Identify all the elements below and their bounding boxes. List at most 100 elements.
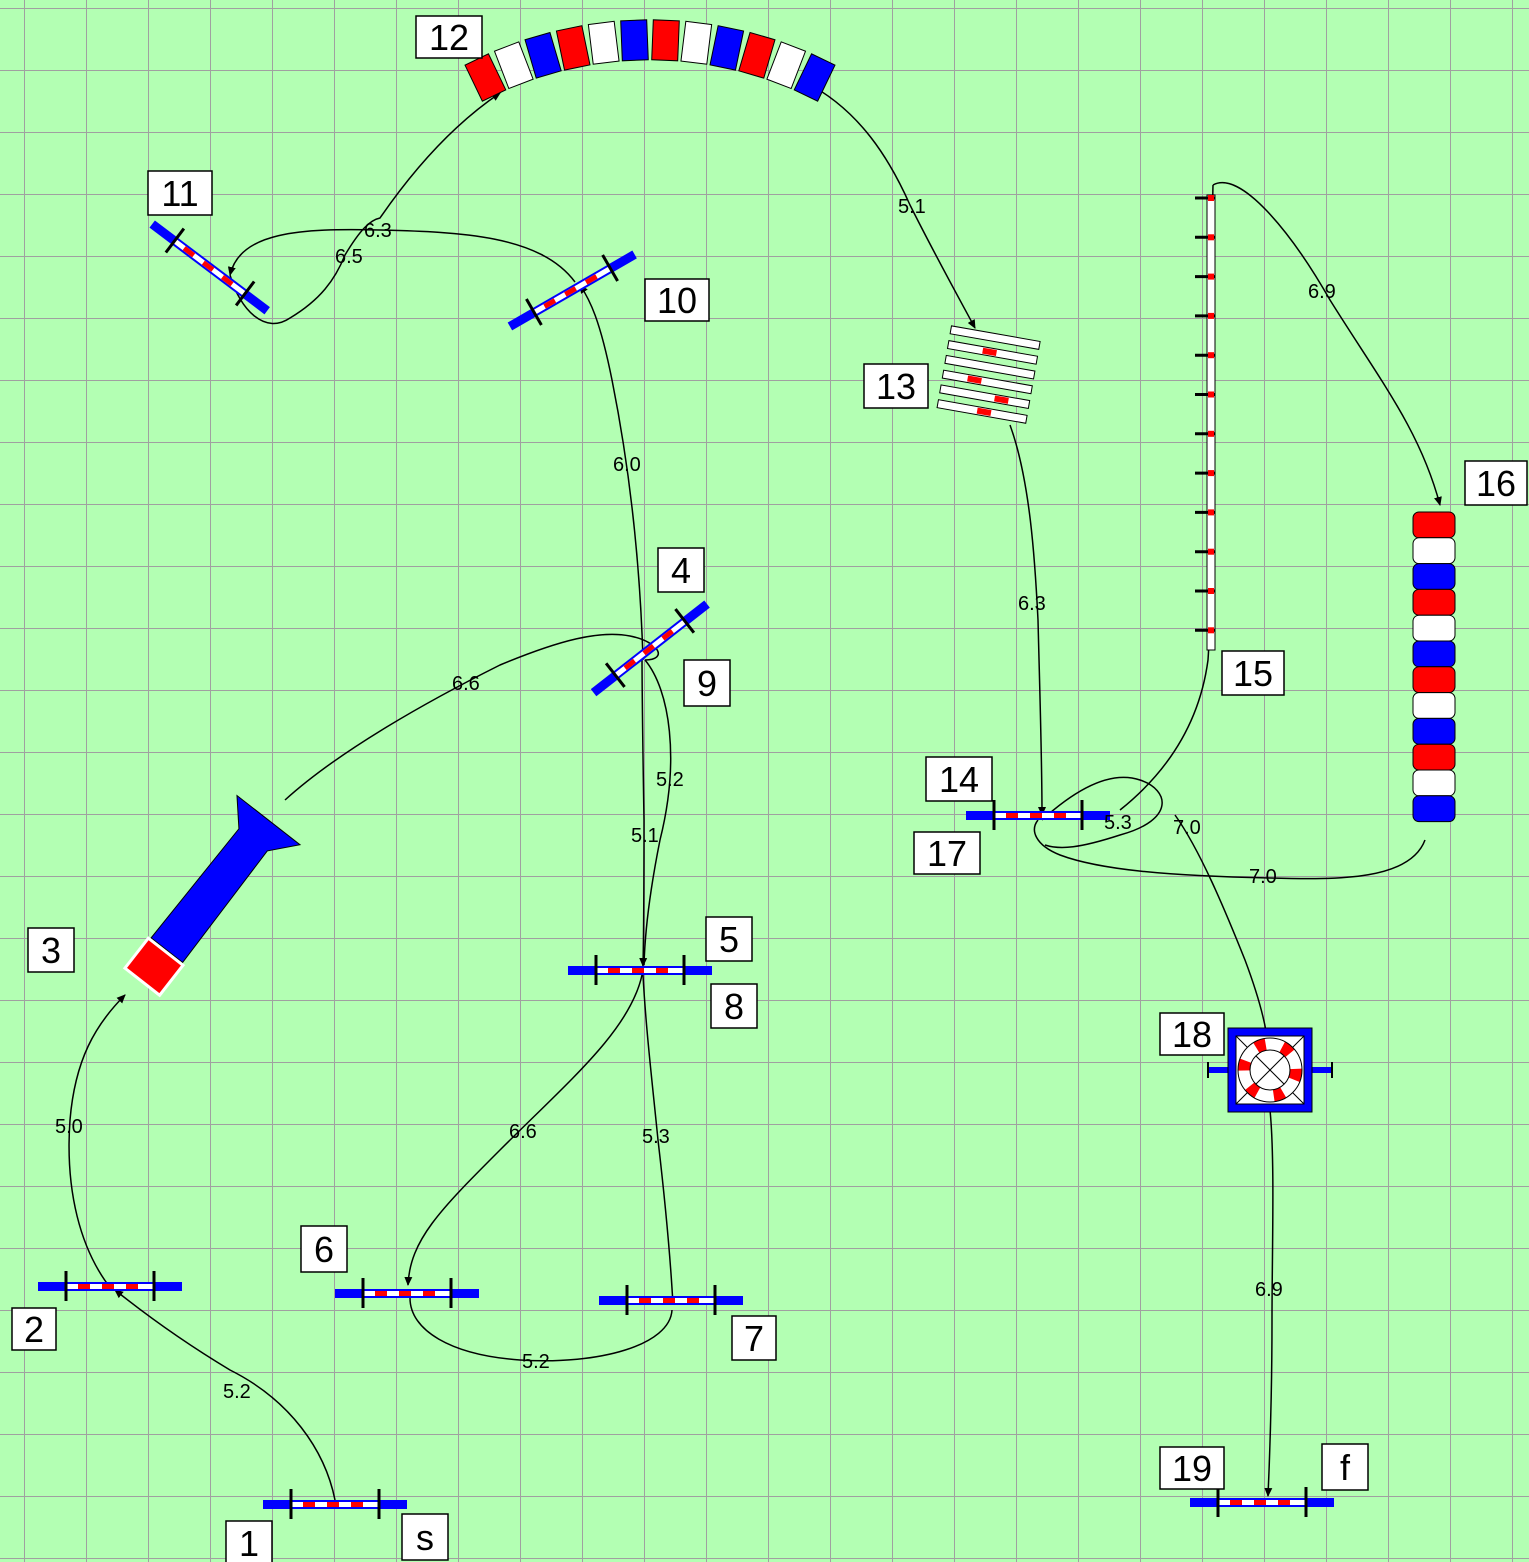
weave-pole-marker bbox=[1208, 312, 1214, 319]
svg-text:10: 10 bbox=[657, 280, 697, 321]
jump-4-9 bbox=[590, 600, 710, 697]
weave-pole-marker bbox=[1208, 391, 1214, 398]
distance-1-2: 5.2 bbox=[223, 1381, 251, 1403]
tunnel-3 bbox=[122, 794, 302, 998]
label-10: 10 bbox=[644, 278, 710, 322]
distance-4-5: 5.2 bbox=[656, 769, 684, 791]
distance-2-3: 5.0 bbox=[55, 1116, 83, 1138]
wall-block bbox=[620, 19, 649, 62]
svg-text:2: 2 bbox=[24, 1309, 44, 1350]
wall-block bbox=[1412, 692, 1456, 719]
wall-block bbox=[1412, 743, 1456, 771]
distance-3-4: 6.6 bbox=[452, 673, 480, 695]
label-17: 17 bbox=[913, 831, 981, 875]
distance-10-11: 6.3 bbox=[364, 220, 392, 242]
svg-text:1: 1 bbox=[239, 1523, 259, 1562]
wall-block bbox=[1412, 537, 1456, 565]
label-16: 16 bbox=[1464, 460, 1528, 506]
wall-block bbox=[651, 19, 680, 62]
distance-17-18: 7.0 bbox=[1173, 817, 1201, 839]
distance-5-6: 6.6 bbox=[509, 1121, 537, 1143]
jump-2 bbox=[38, 1271, 182, 1301]
wall-block bbox=[555, 25, 591, 71]
svg-text:15: 15 bbox=[1233, 653, 1273, 694]
weave-pole-marker bbox=[1208, 195, 1214, 201]
wall-block bbox=[493, 41, 534, 90]
wall-block bbox=[587, 20, 620, 65]
label-19: 19 bbox=[1159, 1446, 1225, 1490]
jump-1 bbox=[263, 1489, 407, 1519]
svg-text:12: 12 bbox=[429, 17, 469, 58]
wall-block bbox=[709, 25, 745, 71]
label-4: 4 bbox=[657, 547, 705, 593]
svg-text:5: 5 bbox=[719, 919, 739, 960]
svg-text:17: 17 bbox=[927, 833, 967, 874]
svg-text:f: f bbox=[1340, 1447, 1351, 1488]
wall-block bbox=[1412, 666, 1456, 694]
wall-block bbox=[793, 53, 836, 102]
weave-pole-marker bbox=[1208, 352, 1214, 359]
route bbox=[68, 81, 1442, 1501]
svg-text:9: 9 bbox=[697, 663, 717, 704]
distance-16-17: 7.0 bbox=[1249, 866, 1277, 888]
distance-11-12: 6.5 bbox=[335, 246, 363, 268]
jump-7 bbox=[599, 1285, 743, 1315]
wall-block bbox=[738, 31, 776, 79]
distance-14-15: 5.3 bbox=[1104, 812, 1132, 834]
wall-block bbox=[1412, 795, 1456, 823]
wall-block bbox=[1412, 769, 1456, 797]
weave-pole-marker bbox=[1208, 234, 1214, 241]
svg-text:4: 4 bbox=[671, 550, 691, 591]
label-8: 8 bbox=[710, 983, 758, 1029]
jump-6 bbox=[335, 1278, 479, 1308]
jump-14-17 bbox=[966, 800, 1110, 830]
wall-block bbox=[1412, 717, 1456, 745]
jump-10 bbox=[507, 250, 637, 331]
distance-15-16: 6.9 bbox=[1308, 281, 1336, 303]
wall-block bbox=[1412, 563, 1456, 590]
wall-block bbox=[524, 31, 562, 79]
obstacle-number-labels: 1 s 2 3 4 9 5 8 6 7 10 11 12 13 14 17 15… bbox=[11, 15, 1528, 1562]
label-18: 18 bbox=[1159, 1012, 1225, 1056]
distance-labels: 5.2 5.0 6.6 5.2 5.1 6.6 5.2 5.3 6.0 6.3 … bbox=[55, 196, 1336, 1403]
weave-pole-marker bbox=[1208, 627, 1214, 634]
wall-block bbox=[1412, 614, 1456, 642]
wall-block bbox=[1412, 588, 1456, 616]
svg-text:11: 11 bbox=[161, 173, 198, 214]
weave-poles-15 bbox=[1195, 194, 1216, 651]
distance-12-13: 5.1 bbox=[898, 196, 926, 218]
svg-text:18: 18 bbox=[1172, 1014, 1212, 1055]
jump-19 bbox=[1190, 1487, 1334, 1517]
label-11: 11 bbox=[147, 170, 213, 216]
tyre-18 bbox=[1207, 1027, 1333, 1113]
wall-block bbox=[464, 53, 507, 102]
jump-5-8 bbox=[568, 955, 712, 985]
label-15: 15 bbox=[1221, 650, 1285, 696]
distance-13-14: 6.3 bbox=[1018, 593, 1046, 615]
svg-text:8: 8 bbox=[724, 986, 744, 1027]
svg-text:14: 14 bbox=[939, 759, 979, 800]
jump-11 bbox=[149, 220, 270, 315]
label-6: 6 bbox=[300, 1225, 348, 1273]
label-3: 3 bbox=[27, 927, 75, 973]
weave-pole-marker bbox=[1208, 470, 1214, 477]
svg-text:13: 13 bbox=[876, 366, 916, 407]
label-14: 14 bbox=[925, 756, 993, 802]
weave-pole-marker bbox=[1208, 273, 1214, 280]
distance-9-10-lower: 5.1 bbox=[631, 825, 659, 847]
distance-6-7: 5.2 bbox=[522, 1351, 550, 1373]
svg-text:19: 19 bbox=[1172, 1448, 1212, 1489]
label-start: s bbox=[401, 1513, 449, 1561]
distance-7-8: 5.3 bbox=[642, 1126, 670, 1148]
svg-text:7: 7 bbox=[744, 1318, 764, 1359]
weave-pole-marker bbox=[1208, 509, 1214, 516]
svg-text:16: 16 bbox=[1476, 463, 1516, 504]
label-2: 2 bbox=[11, 1307, 57, 1351]
svg-text:s: s bbox=[416, 1517, 434, 1558]
svg-text:3: 3 bbox=[41, 930, 61, 971]
weave-pole-marker bbox=[1208, 430, 1214, 437]
spread-13 bbox=[936, 325, 1041, 424]
svg-text:6: 6 bbox=[314, 1229, 334, 1270]
